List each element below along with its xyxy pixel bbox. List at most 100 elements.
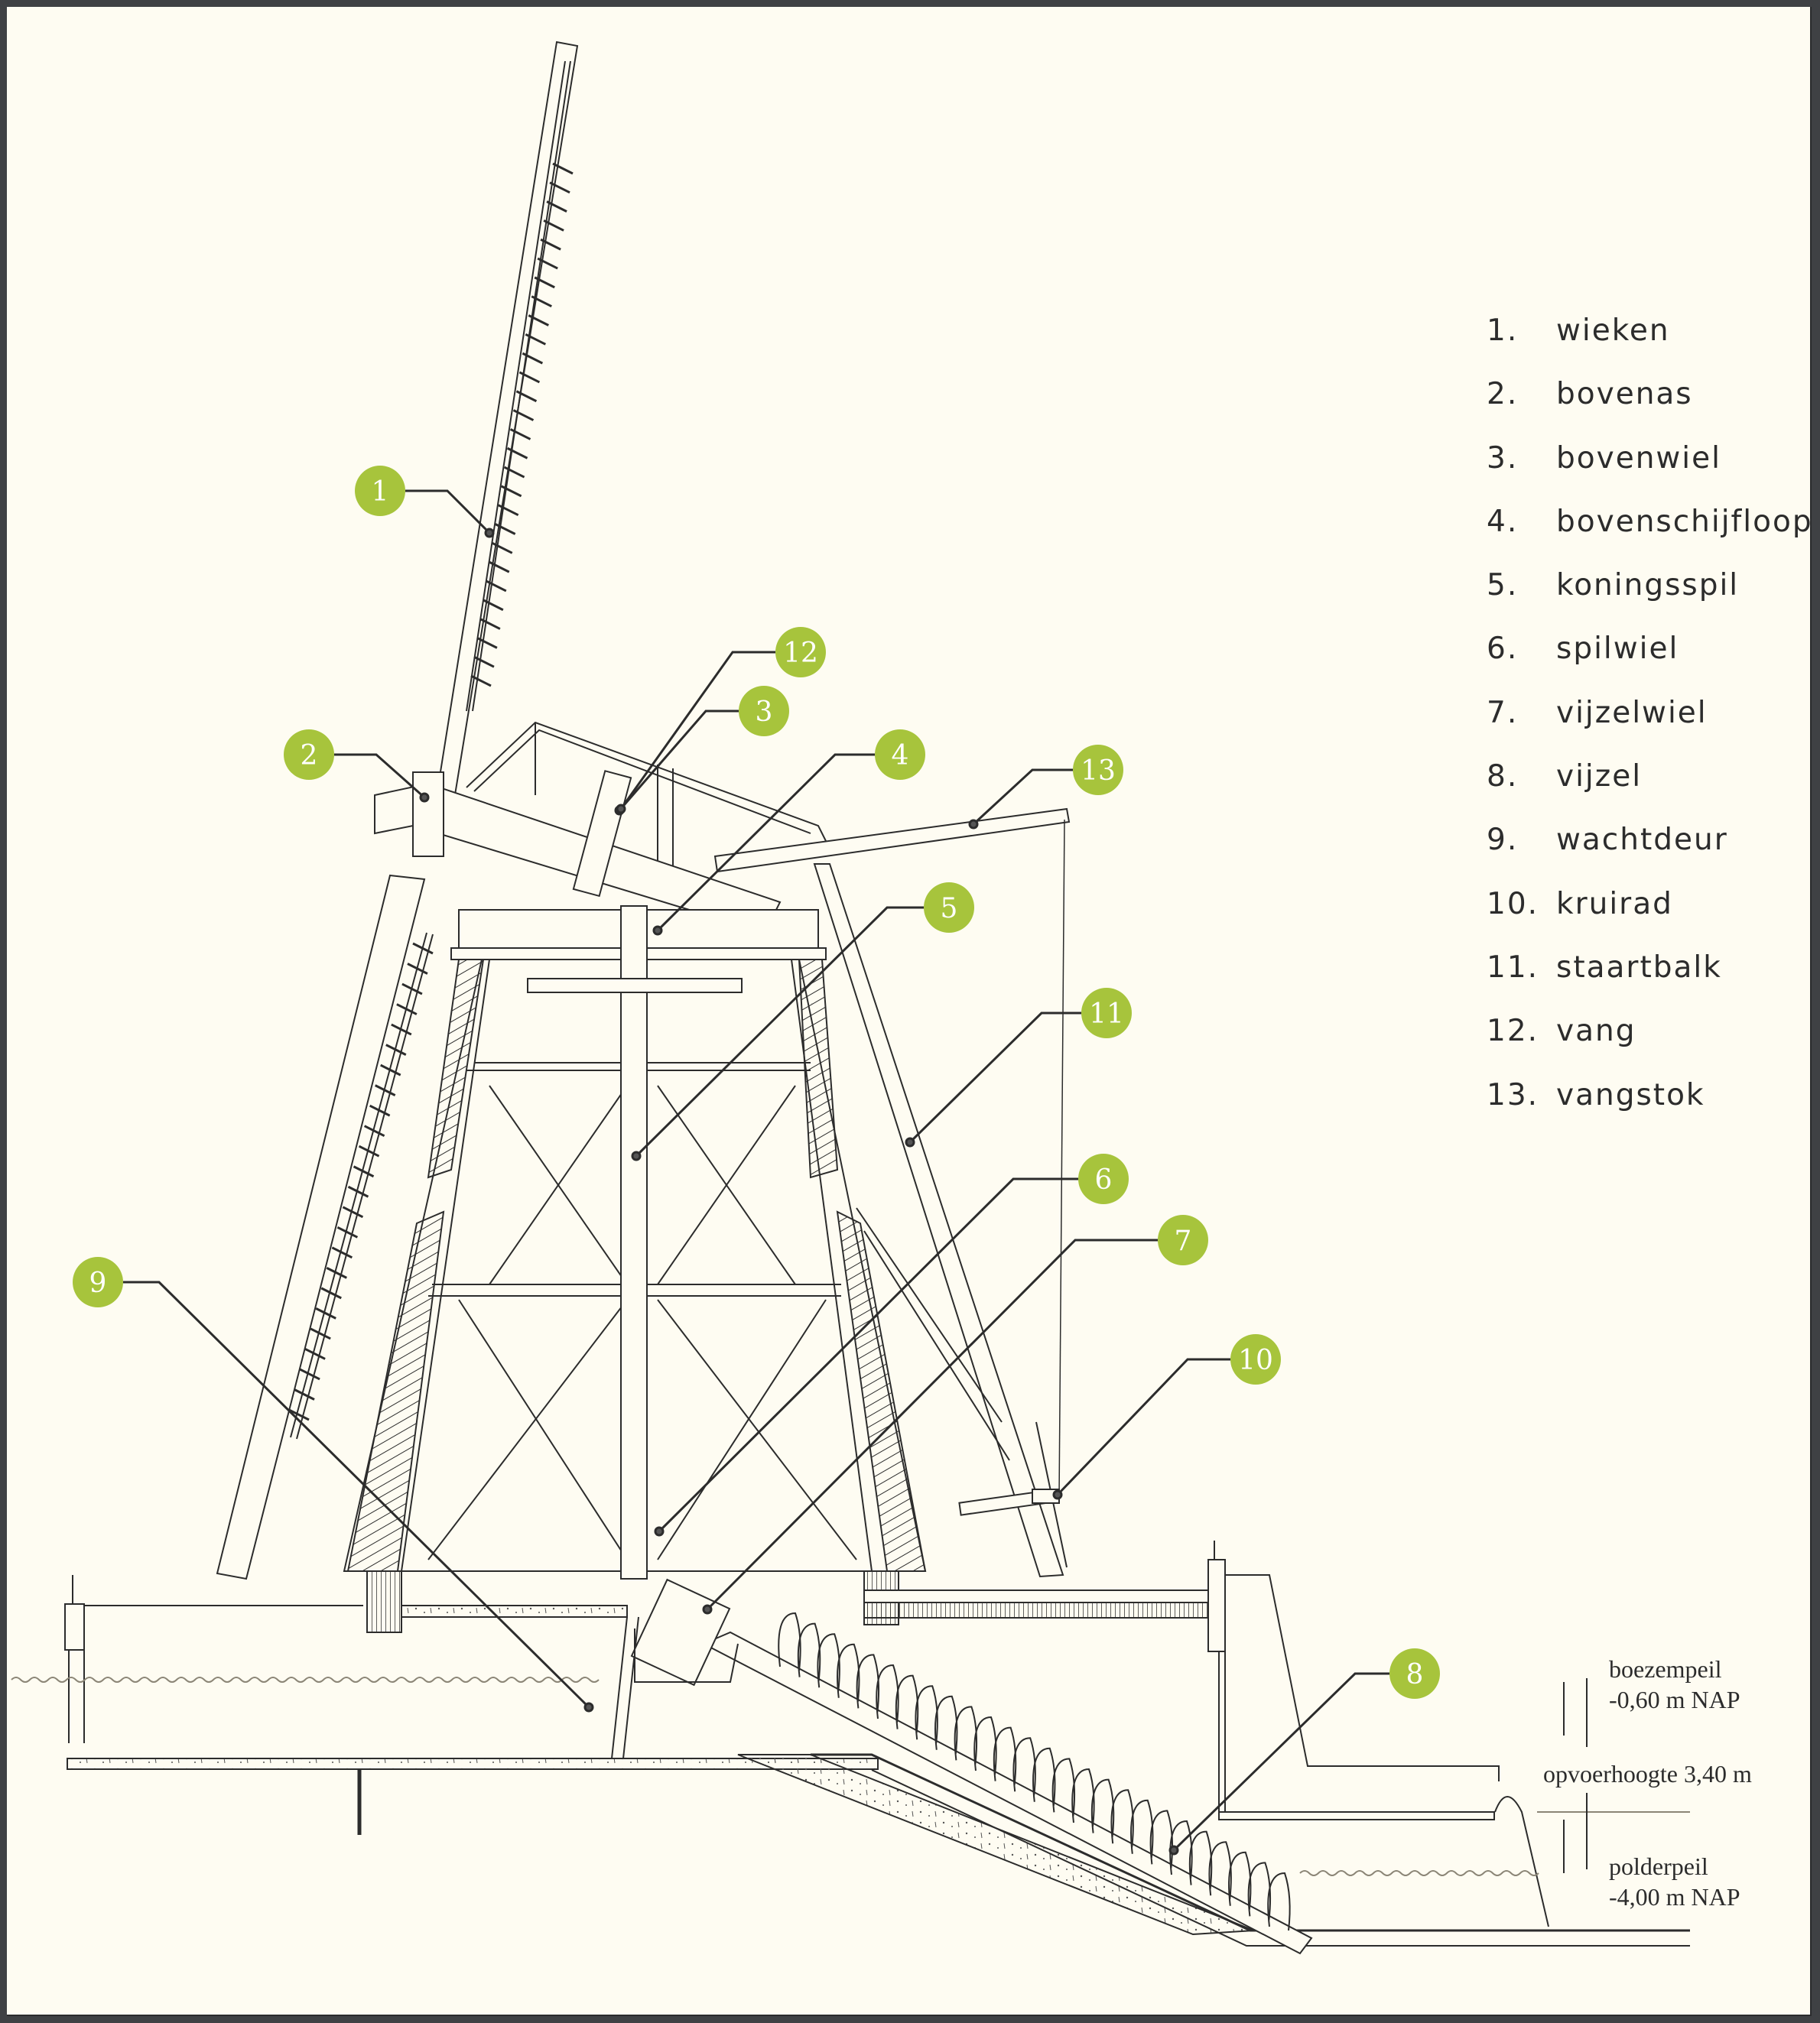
legend-number: 1. bbox=[1487, 313, 1519, 348]
screw-blade bbox=[817, 1633, 840, 1692]
sail-rung bbox=[543, 219, 564, 232]
callout-anchor-dot bbox=[1052, 1489, 1063, 1500]
sail-rung bbox=[299, 1368, 320, 1381]
legend-label: vijzelwiel bbox=[1556, 695, 1708, 730]
sail-rung bbox=[492, 541, 513, 554]
legend-number: 12. bbox=[1487, 1014, 1539, 1049]
screw-blade bbox=[973, 1716, 997, 1775]
callout-badge bbox=[284, 729, 334, 780]
legend-number: 9. bbox=[1487, 823, 1519, 858]
sail-rung bbox=[396, 1003, 418, 1015]
screw-blade bbox=[1090, 1778, 1115, 1837]
callout-6: 6 bbox=[1078, 1154, 1129, 1204]
sail-rung bbox=[515, 390, 538, 403]
callout-number: 2 bbox=[301, 740, 318, 771]
sail-rung bbox=[320, 1287, 342, 1300]
screw-blade bbox=[1032, 1747, 1056, 1806]
sail-rung bbox=[288, 1408, 310, 1421]
polderpeil-label: polderpeil -4,00 m NAP bbox=[1609, 1851, 1740, 1912]
callout-number: 12 bbox=[783, 638, 818, 669]
opvoerhoogte-label: opvoerhoogte 3,40 m bbox=[1543, 1760, 1752, 1788]
legend-label: vijzel bbox=[1556, 759, 1643, 794]
callout-anchor-dot bbox=[968, 819, 979, 830]
legend-number: 11. bbox=[1487, 950, 1539, 985]
sail-rung bbox=[537, 257, 558, 270]
sail-rung bbox=[549, 181, 570, 194]
sail-rung bbox=[336, 1226, 359, 1239]
sail-rung bbox=[486, 580, 507, 593]
callout-13: 13 bbox=[1073, 745, 1123, 795]
sail-rung bbox=[353, 1165, 375, 1178]
sail-rung bbox=[552, 162, 574, 175]
sail-rung bbox=[500, 485, 522, 498]
legend-number: 13. bbox=[1487, 1077, 1539, 1112]
callout-5: 5 bbox=[924, 882, 974, 933]
callout-number: 10 bbox=[1238, 1345, 1273, 1376]
screw-blade bbox=[1051, 1758, 1076, 1817]
vijzel-screw bbox=[630, 1578, 1690, 1955]
legend-label: bovenas bbox=[1556, 377, 1693, 412]
sail-rung bbox=[412, 942, 434, 955]
screw-blade bbox=[876, 1664, 899, 1723]
callout-badge bbox=[1389, 1648, 1440, 1699]
tower-body bbox=[343, 905, 927, 1633]
sail-rung bbox=[331, 1246, 353, 1259]
legend-number: 5. bbox=[1487, 568, 1519, 603]
sail-rung bbox=[315, 1307, 336, 1320]
screw-blade bbox=[1247, 1862, 1272, 1921]
sail-rung bbox=[497, 504, 519, 517]
sail-rung bbox=[385, 1044, 407, 1056]
callout-leader-10 bbox=[1056, 1358, 1230, 1496]
polderpeil-value: -4,00 m NAP bbox=[1609, 1883, 1740, 1911]
sail-rung bbox=[375, 1084, 396, 1096]
callout-anchor-dot bbox=[616, 804, 626, 814]
sail-rung bbox=[358, 1145, 380, 1158]
legend-number: 7. bbox=[1487, 695, 1519, 730]
callout-9: 9 bbox=[73, 1257, 123, 1307]
callout-leader-2 bbox=[334, 753, 425, 799]
callout-number: 13 bbox=[1081, 755, 1116, 787]
callout-badge bbox=[739, 686, 789, 736]
callout-8: 8 bbox=[1389, 1648, 1440, 1699]
callout-badge bbox=[1081, 988, 1132, 1038]
screw-blade bbox=[915, 1685, 938, 1744]
callout-anchor-dot bbox=[419, 792, 430, 803]
screw-blade bbox=[993, 1726, 1017, 1785]
callout-badge bbox=[1078, 1154, 1129, 1204]
sail-lower bbox=[216, 874, 434, 1580]
callout-badge bbox=[775, 627, 826, 677]
callout-2: 2 bbox=[284, 729, 334, 780]
sail-rung bbox=[304, 1348, 326, 1360]
callout-anchor-dot bbox=[583, 1702, 594, 1713]
sail-rung bbox=[476, 637, 498, 649]
sail-rung bbox=[534, 276, 555, 289]
sail-rung bbox=[407, 963, 428, 975]
screw-blade bbox=[1208, 1841, 1232, 1900]
callout-anchor-dot bbox=[1168, 1845, 1179, 1856]
callout-10: 10 bbox=[1230, 1334, 1281, 1385]
callout-leader-5 bbox=[635, 906, 924, 1158]
callout-badge bbox=[1230, 1334, 1281, 1385]
boezempeil-title: boezempeil bbox=[1609, 1655, 1722, 1683]
callout-anchor-dot bbox=[702, 1604, 713, 1615]
screw-blade bbox=[1228, 1851, 1252, 1910]
callout-number: 9 bbox=[89, 1268, 107, 1299]
sail-upper bbox=[432, 41, 579, 820]
screw-blade bbox=[1110, 1789, 1134, 1848]
sail-rung bbox=[391, 1023, 412, 1036]
screw-blade bbox=[837, 1643, 860, 1702]
callout-leader-1 bbox=[405, 489, 491, 534]
sail-rung bbox=[294, 1388, 315, 1401]
legend-label: koningsspil bbox=[1556, 568, 1740, 603]
callout-anchor-dot bbox=[905, 1137, 915, 1148]
legend-label: staartbalk bbox=[1556, 950, 1722, 985]
screw-blade bbox=[1188, 1830, 1213, 1889]
sail-rung bbox=[479, 618, 501, 630]
callout-leader-3 bbox=[618, 710, 739, 811]
legend-label: bovenschijfloop bbox=[1556, 504, 1813, 539]
polderpeil-title: polderpeil bbox=[1609, 1853, 1708, 1880]
callout-badge bbox=[1073, 745, 1123, 795]
sail-rung bbox=[495, 523, 516, 535]
legend-number: 4. bbox=[1487, 504, 1519, 539]
